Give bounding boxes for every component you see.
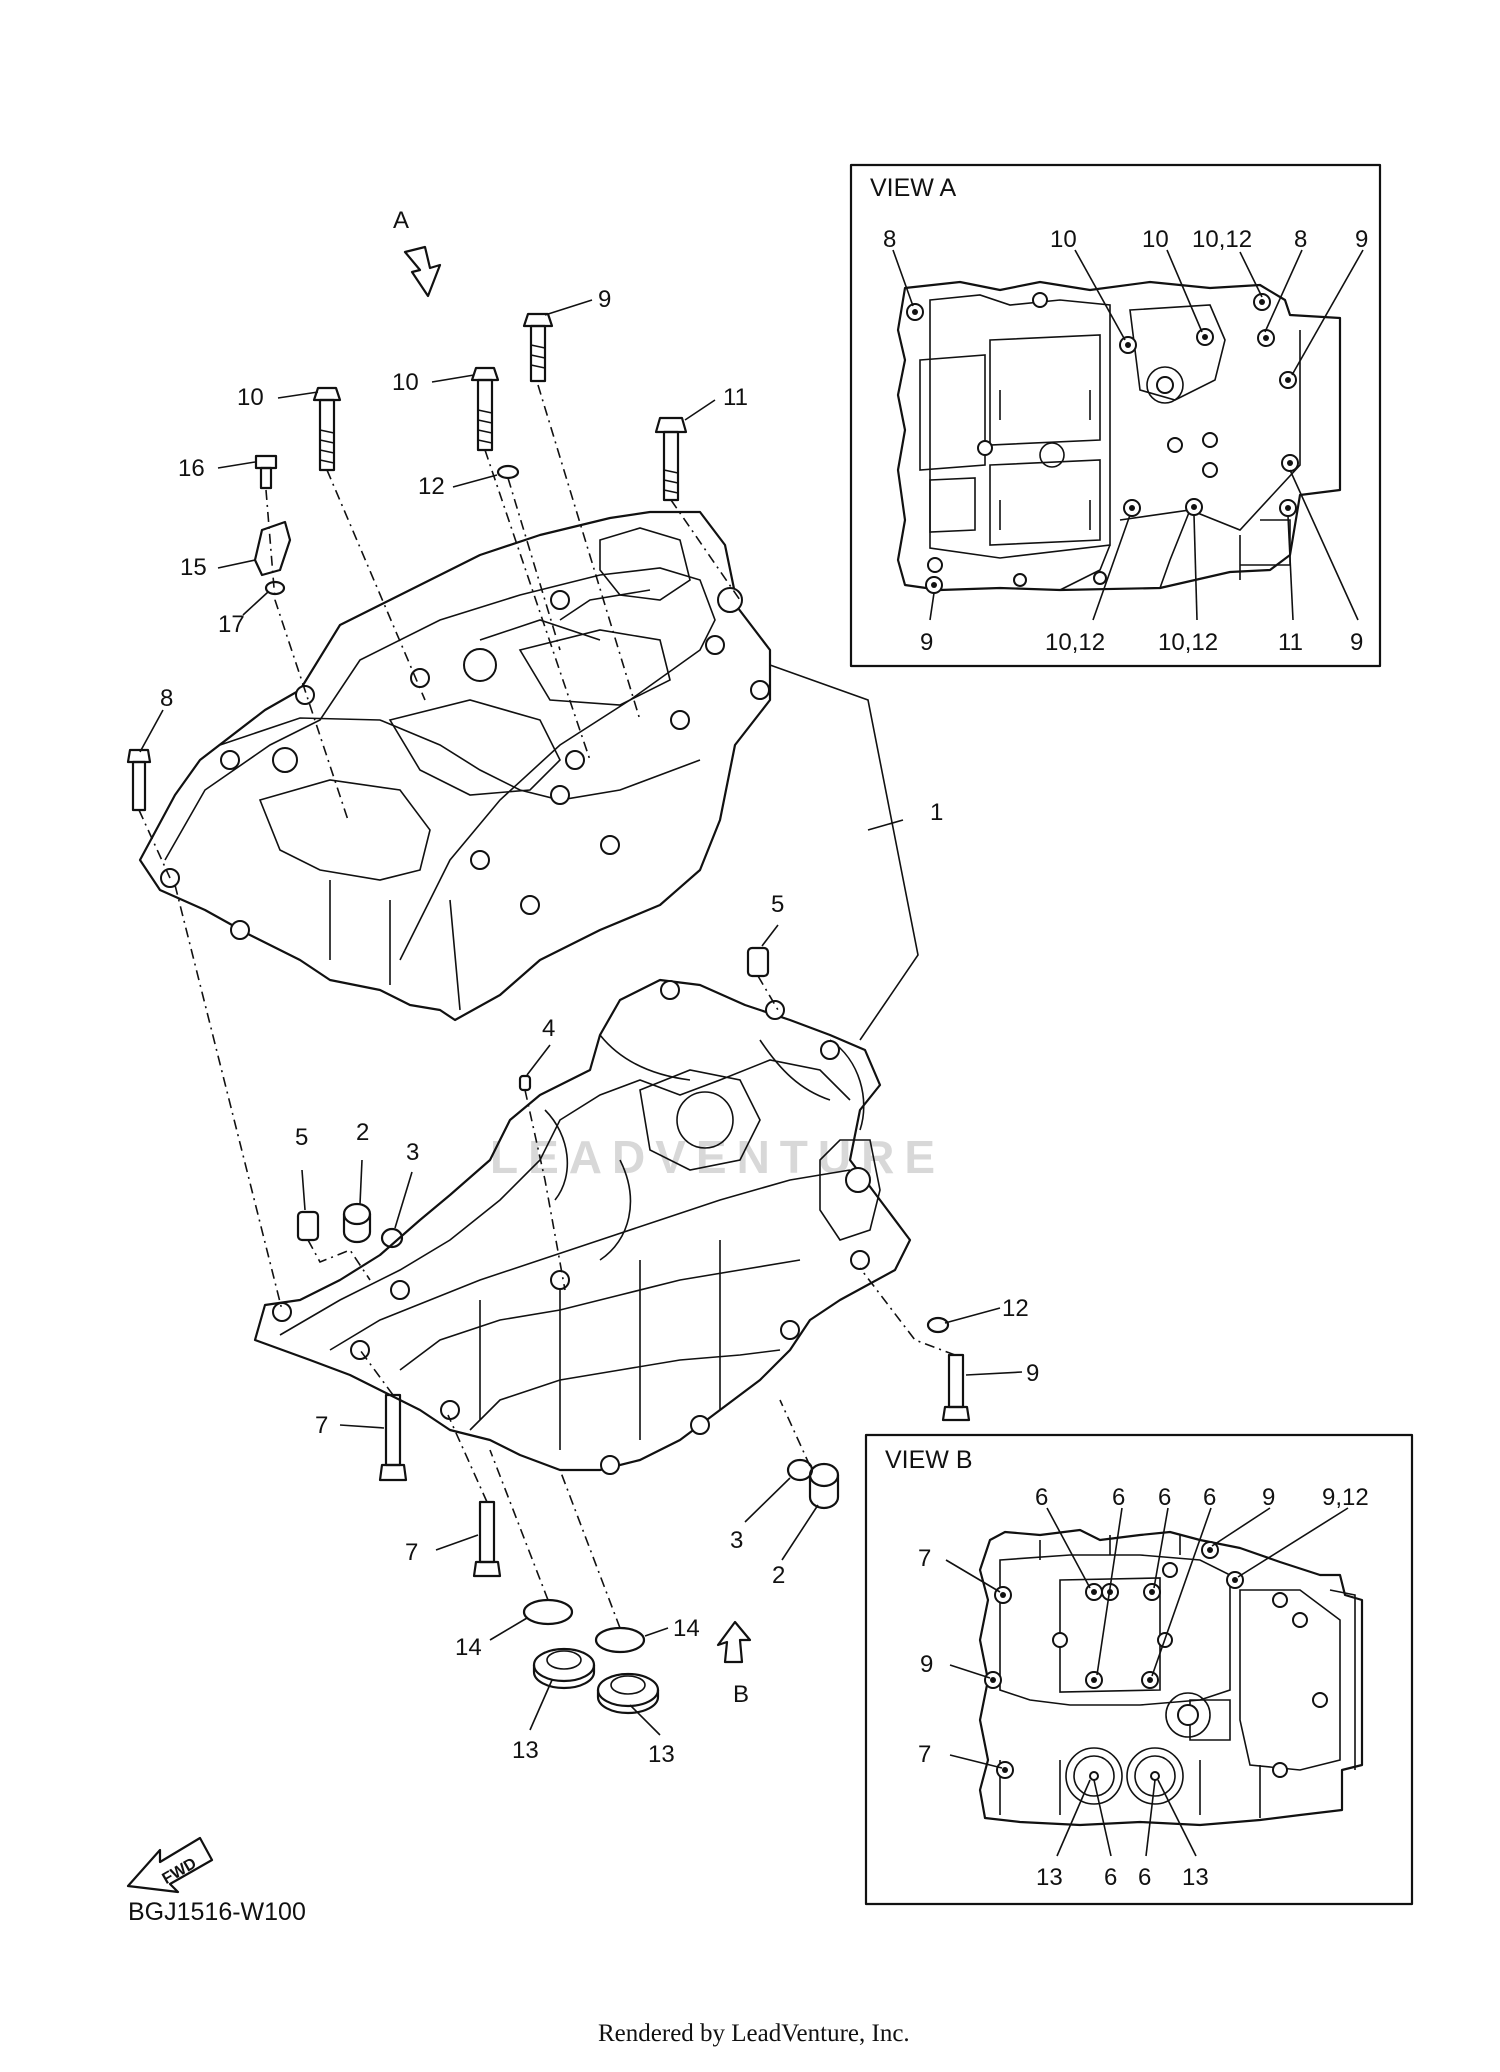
view-b-left-label: 9 [920, 1651, 933, 1678]
callout-leaders [139, 299, 1023, 1736]
bolt-7-lower [472, 1500, 502, 1578]
view-b-top-label: 6 [1158, 1484, 1171, 1511]
callout-3-left: 3 [406, 1139, 419, 1166]
callout-labels: 9 10 10 11 16 12 15 17 8 1 5 4 5 2 3 7 7… [160, 286, 1039, 1768]
part-1-bracket [769, 664, 919, 1041]
callout-5-right: 5 [771, 891, 784, 918]
callout-10-left: 10 [237, 384, 264, 411]
oring-3-left [380, 1227, 404, 1249]
view-a-top-label: 10,12 [1192, 226, 1252, 253]
callout-9-lower: 9 [1026, 1360, 1039, 1387]
bolt-10-left [312, 386, 342, 472]
view-b-top-label: 6 [1112, 1484, 1125, 1511]
svg-text:A: A [393, 207, 409, 234]
diagram-code: BGJ1516-W100 [128, 1898, 306, 1926]
callout-12-lower: 12 [1002, 1295, 1029, 1322]
view-a-top-label: 9 [1355, 226, 1368, 253]
view-a-title: VIEW A [870, 174, 956, 202]
callout-9-top: 9 [598, 286, 611, 313]
callout-7-lower: 7 [405, 1539, 418, 1566]
view-a-top-label: 8 [1294, 226, 1307, 253]
oring-14-right [594, 1626, 646, 1654]
view-a-bottom-label: 11 [1278, 629, 1303, 656]
callout-12-top: 12 [418, 473, 445, 500]
upper-crankcase [138, 510, 772, 1022]
callout-8: 8 [160, 685, 173, 712]
callout-3-right: 3 [730, 1527, 743, 1554]
callout-7-upper: 7 [315, 1412, 328, 1439]
view-b-panel: VIEW B [864, 1433, 1414, 1906]
assembly-lines [138, 384, 956, 1629]
view-b-top-label: 9 [1262, 1484, 1275, 1511]
bolt-9-top [522, 312, 554, 383]
pin-4 [518, 1074, 532, 1092]
view-b-left-label: 7 [918, 1741, 931, 1768]
dowel-5-left [296, 1210, 320, 1242]
view-b-arrow: B [716, 1620, 752, 1708]
view-b-top-label: 6 [1035, 1484, 1048, 1511]
view-b-left-label: 7 [918, 1545, 931, 1572]
bolt-7-upper [378, 1393, 408, 1482]
dowel-5-right [746, 946, 770, 978]
callout-11: 11 [723, 384, 748, 411]
fwd-arrow: FWD [126, 1836, 214, 1894]
plug-2-left [342, 1202, 372, 1244]
callout-4: 4 [542, 1015, 555, 1042]
view-a-panel: VIEW A [849, 163, 1382, 668]
bolt-10-right [470, 366, 500, 452]
callout-5-left: 5 [295, 1124, 308, 1151]
view-a-top-label: 10 [1142, 226, 1169, 253]
callout-16: 16 [178, 455, 205, 482]
callout-10-right: 10 [392, 369, 419, 396]
lower-crankcase [253, 978, 912, 1475]
callout-14-left: 14 [455, 1634, 482, 1661]
bolt-9-lower [941, 1353, 971, 1422]
plug-2-right [808, 1462, 840, 1510]
view-b-bottom-label: 13 [1182, 1864, 1209, 1891]
view-b-bottom-label: 13 [1036, 1864, 1063, 1891]
oring-14-left [522, 1598, 574, 1626]
cover-13-left [532, 1647, 596, 1690]
washer-12-top [496, 464, 520, 480]
callout-2-right: 2 [772, 1562, 785, 1589]
view-a-bottom-label: 9 [920, 629, 933, 656]
washer-12-lower [926, 1316, 950, 1334]
callout-17: 17 [218, 611, 245, 638]
view-b-title: VIEW B [885, 1446, 973, 1474]
view-a-bottom-label: 9 [1350, 629, 1363, 656]
view-a-top-label: 8 [883, 226, 896, 253]
callout-13-left: 13 [512, 1737, 539, 1764]
view-b-bottom-label: 6 [1104, 1864, 1117, 1891]
bracket-15 [253, 520, 292, 577]
callout-14-right: 14 [673, 1615, 700, 1642]
bolt-11 [654, 416, 688, 502]
view-a-top-label: 10 [1050, 226, 1077, 253]
callout-2-left: 2 [356, 1119, 369, 1146]
cover-13-right [596, 1672, 660, 1715]
footer-credit: Rendered by LeadVenture, Inc. [598, 2020, 910, 2047]
callout-13-right: 13 [648, 1741, 675, 1768]
callout-1: 1 [930, 799, 943, 826]
view-a-bottom-label: 10,12 [1158, 629, 1218, 656]
seal-17 [264, 580, 286, 596]
view-a-arrow: A [393, 207, 442, 298]
svg-text:B: B [733, 1681, 749, 1708]
view-b-top-label: 9,12 [1322, 1484, 1369, 1511]
view-b-bottom-label: 6 [1138, 1864, 1151, 1891]
bolt-16 [254, 454, 278, 490]
bolt-8 [126, 748, 152, 812]
view-b-top-label: 6 [1203, 1484, 1216, 1511]
view-a-bottom-label: 10,12 [1045, 629, 1105, 656]
callout-15: 15 [180, 554, 207, 581]
